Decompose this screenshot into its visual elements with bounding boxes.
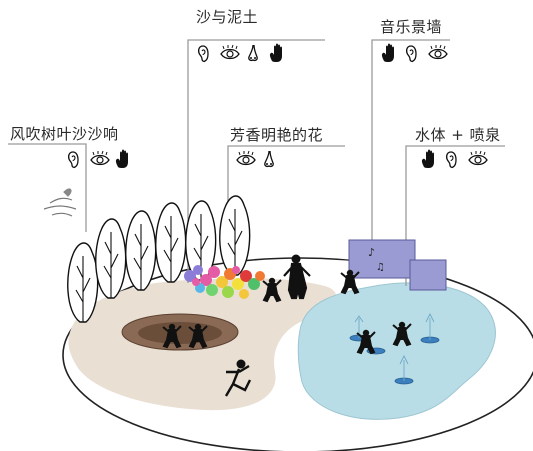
svg-text:♪: ♪	[368, 246, 375, 259]
wind-icon	[43, 188, 77, 217]
nose-icon	[264, 150, 274, 168]
water-fountain-icons	[420, 149, 488, 169]
wind-trees-icons	[66, 149, 134, 169]
ear-icon	[445, 151, 457, 169]
ear-icon	[405, 45, 417, 63]
music-wall: ♪ ♫	[348, 239, 447, 291]
ear-icon	[197, 45, 209, 63]
fragrant-flowers-label: 芳香明艳的花	[230, 126, 324, 144]
ear-icon	[67, 151, 79, 169]
sand-soil-label: 沙与泥土	[196, 8, 259, 26]
eye-icon	[428, 44, 448, 60]
eye-icon	[220, 44, 240, 60]
fragrant-flowers-icons	[236, 149, 280, 169]
wind-trees-label: 风吹树叶沙沙响	[10, 125, 119, 143]
adult-figure	[283, 254, 311, 300]
hand-icon	[115, 149, 128, 168]
water-area	[297, 282, 496, 420]
hand-icon	[421, 149, 434, 168]
svg-text:♫: ♫	[376, 262, 385, 273]
eye-icon	[90, 150, 110, 166]
water-fountain-label: 水体 + 喷泉	[415, 126, 501, 144]
music-wall-label: 音乐景墙	[380, 18, 443, 36]
fountain-jets	[354, 312, 435, 381]
eye-icon	[468, 150, 488, 166]
hand-icon	[381, 43, 394, 62]
music-wall-icons	[380, 43, 448, 63]
flower-bed	[184, 265, 265, 299]
hand-icon	[269, 43, 282, 62]
nose-icon	[248, 44, 258, 62]
sand-pit-inner	[138, 322, 222, 344]
jumping-kid	[224, 359, 252, 397]
sand-soil-icons	[196, 43, 288, 63]
eye-icon	[236, 150, 256, 166]
